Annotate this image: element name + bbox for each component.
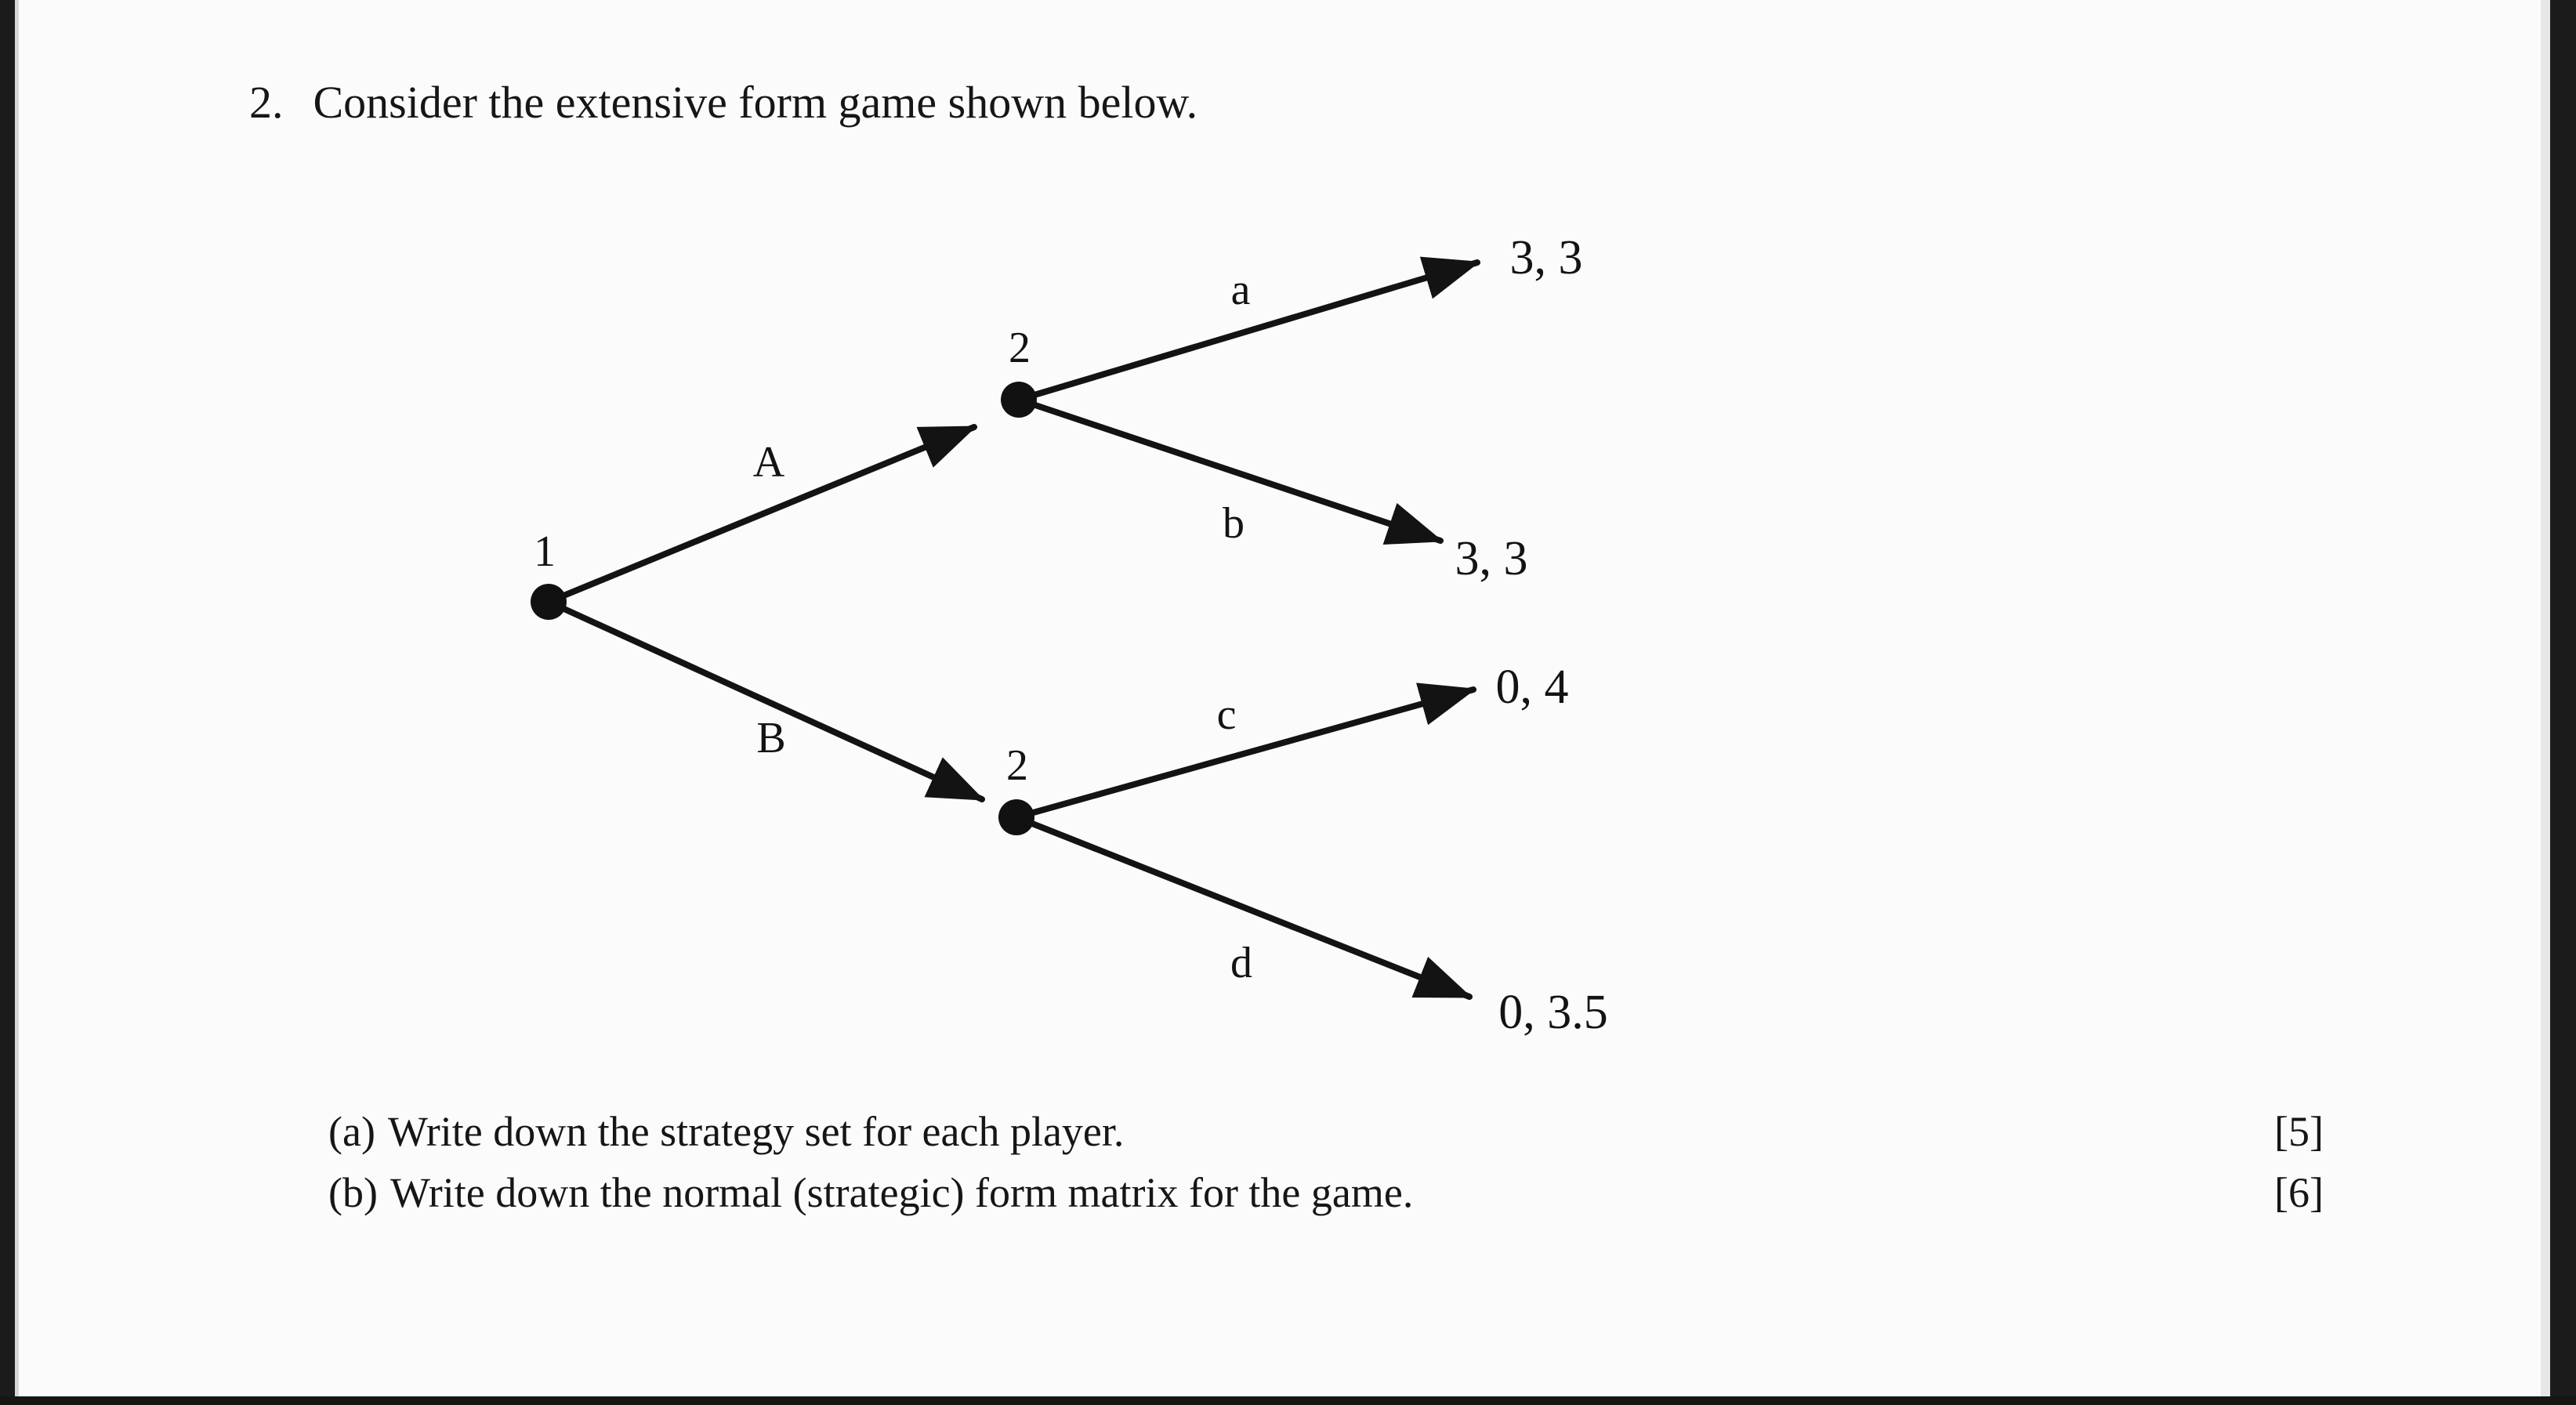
part-b-text: Write down the normal (strategic) form m…	[389, 1168, 1414, 1216]
edge-c-label: c	[1217, 690, 1237, 739]
edge-d-line	[1013, 814, 1473, 1000]
question-prompt: Consider the extensive form game shown b…	[313, 77, 1198, 128]
edge-a-label: a	[1231, 266, 1251, 314]
edge-B-label: B	[756, 714, 785, 762]
right-edge-line	[2541, 0, 2550, 1405]
edge-b-label: b	[1223, 499, 1245, 548]
part-a-text: Write down the strategy set for each pla…	[387, 1108, 1125, 1155]
payoff-a: 3, 3	[1510, 231, 1583, 284]
part-a-label: (a)	[328, 1108, 375, 1155]
node-2-lower-label: 2	[1006, 741, 1028, 790]
decision-node-2-lower	[998, 799, 1034, 835]
edge-B-line	[545, 599, 985, 802]
edge-b-line	[1016, 397, 1444, 545]
question-number: 2.	[249, 77, 284, 128]
bottom-edge-bar	[0, 1396, 2576, 1405]
edge-A-label: A	[753, 438, 785, 487]
node-2-upper-label: 2	[1009, 324, 1031, 372]
part-a-row: (a) Write down the strategy set for each…	[328, 1106, 2324, 1159]
part-b-marks: [6]	[2274, 1168, 2324, 1216]
right-edge-bar	[2550, 0, 2576, 1405]
question-heading: 2. Consider the extensive form game show…	[249, 77, 1197, 129]
edge-a-line	[1016, 256, 1480, 403]
part-b-label: (b)	[328, 1168, 378, 1216]
decision-node-1	[531, 584, 567, 620]
node-1-label: 1	[534, 527, 556, 576]
payoff-b: 3, 3	[1455, 532, 1528, 585]
left-edge-line	[15, 0, 19, 1405]
edge-d-label: d	[1230, 939, 1252, 987]
edge-c-line	[1013, 683, 1476, 820]
part-b-row: (b) Write down the normal (strategic) fo…	[328, 1167, 2324, 1220]
decision-node-2-upper	[1001, 382, 1037, 418]
payoff-c: 0, 4	[1496, 661, 1569, 714]
question-parts: (a) Write down the strategy set for each…	[328, 1106, 2324, 1219]
edge-A-line	[545, 424, 977, 605]
part-a-marks: [5]	[2274, 1108, 2324, 1155]
left-edge-bar	[0, 0, 15, 1405]
payoff-d: 0, 3.5	[1498, 986, 1608, 1039]
